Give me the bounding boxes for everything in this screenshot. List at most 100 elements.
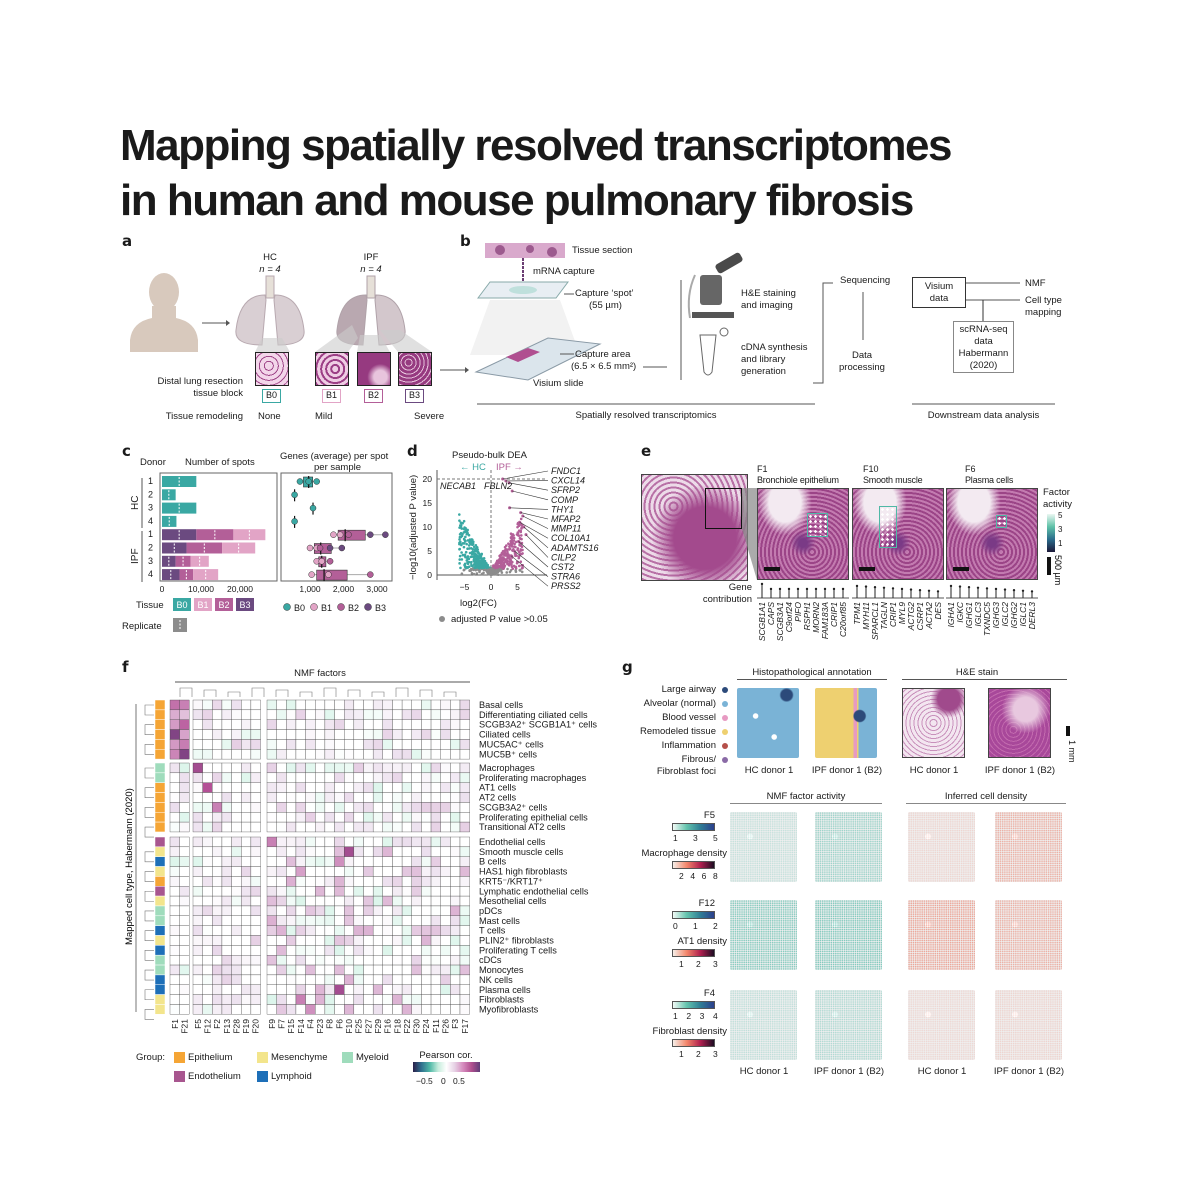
heatmap-cell — [450, 935, 461, 946]
factor-column-label: F7 — [276, 1019, 286, 1029]
heatmap-cell — [459, 974, 470, 985]
panel-c-label: c — [122, 442, 131, 460]
heatmap-cell — [266, 876, 277, 887]
heatmap-cell — [202, 984, 213, 995]
genes-plot-frame — [280, 472, 393, 582]
colorbar-tick: 5 — [1058, 511, 1063, 520]
heatmap-cell — [459, 719, 470, 730]
factor-column-label: F4 — [305, 1019, 315, 1029]
heatmap-cell — [276, 925, 287, 936]
heatmap-cell — [250, 925, 261, 936]
heatmap-cell — [382, 719, 393, 730]
heatmap-cell — [430, 812, 441, 823]
heatmap-cell — [276, 905, 287, 916]
heatmap-cell — [392, 749, 403, 760]
heatmap-cell — [276, 782, 287, 793]
heatmap-cell — [276, 739, 287, 750]
heatmap-cell — [266, 812, 277, 823]
heatmap-cell — [363, 876, 374, 887]
heatmap-cell — [430, 925, 441, 936]
heatmap-cell — [334, 895, 345, 907]
block-b0-tag: B0 — [262, 389, 281, 403]
heatmap-cell — [440, 762, 451, 774]
heatmap-cell — [363, 1004, 374, 1015]
factor-column-label: F2 — [212, 1019, 222, 1029]
heatmap-cell — [372, 1004, 383, 1015]
heatmap-cell — [382, 1004, 393, 1015]
heatmap-cell — [212, 945, 223, 956]
volcano-point — [506, 550, 509, 554]
volcano-point — [507, 553, 510, 556]
volcano-point — [514, 554, 517, 558]
heatmap-cell — [266, 1004, 277, 1015]
cell-group-swatch — [154, 709, 166, 720]
heatmap-cell — [372, 762, 383, 774]
heatmap-cell — [192, 812, 203, 823]
heatmap-cell — [305, 772, 316, 783]
title-line-2: in human and mouse pulmonary fibrosis — [120, 176, 914, 225]
volcano-point — [463, 568, 466, 571]
volcano-point — [500, 553, 503, 557]
heatmap-cell — [221, 994, 232, 1005]
heatmap-cell — [179, 792, 190, 803]
heatmap-cell — [440, 772, 451, 783]
heatmap-cell — [202, 876, 213, 887]
heatmap-cell — [430, 895, 441, 907]
heatmap-cell — [363, 719, 374, 730]
cell-group-swatch — [154, 925, 166, 936]
heatmap-cell — [169, 762, 180, 774]
heatmap-cell — [334, 886, 345, 897]
group-legend-label: Myeloid — [356, 1052, 389, 1063]
heatmap-cell — [212, 812, 223, 823]
factor-activity-title-2: activity — [1043, 499, 1073, 510]
heatmap-cell — [179, 984, 190, 995]
volcano-y-tick: 20 — [423, 474, 433, 484]
heatmap-cell — [315, 719, 326, 730]
heatmap-cell — [212, 994, 223, 1005]
heatmap-cell — [295, 802, 306, 813]
volcano-point — [469, 555, 473, 559]
heatmap-cell — [372, 945, 383, 956]
contribution-dot — [936, 590, 940, 593]
gene-leader-line — [520, 512, 549, 520]
heatmap-cell — [392, 836, 403, 848]
annotation-legend-dot — [722, 757, 728, 763]
cell-type-label: Ciliated cells — [479, 730, 531, 740]
heatmap-cell — [231, 699, 242, 711]
heatmap-cell — [392, 856, 403, 867]
factor-zoom-he-image — [757, 488, 849, 580]
sample-label: HC donor 1 — [917, 1066, 967, 1077]
cell-type-label: SCGB3A2⁺ cells — [479, 802, 548, 812]
heatmap-cell — [179, 856, 190, 867]
volcano-point — [469, 561, 473, 564]
cell-density-map — [995, 990, 1062, 1060]
heatmap-cell — [401, 729, 412, 740]
factor-column-label: F12 — [202, 1019, 212, 1034]
gene-contribution-label-2: contribution — [702, 594, 752, 605]
spots-header: Number of spots — [185, 457, 255, 468]
factor-column-label: F16 — [383, 1019, 393, 1034]
nmf-activity-map — [730, 900, 797, 970]
gene-name: IGLC3 — [973, 602, 983, 627]
heatmap-cell — [202, 945, 213, 956]
cell-type-label: AT2 cells — [479, 793, 517, 803]
heatmap-cell — [179, 772, 190, 783]
heatmap-cell — [276, 836, 287, 848]
heatmap-cell — [202, 739, 213, 750]
volcano-point — [459, 535, 463, 539]
heatmap-cell — [169, 739, 180, 750]
heatmap-cell — [430, 762, 441, 774]
volcano-gene-label: THY1 — [551, 504, 574, 514]
heatmap-cell — [430, 802, 441, 813]
volcano-point — [503, 545, 507, 549]
nmf-activity-map — [730, 990, 797, 1060]
contribution-dot — [985, 587, 989, 590]
cell-type-label: Proliferating T cells — [479, 945, 557, 955]
heatmap-cell — [363, 964, 374, 976]
heatmap-cell — [430, 905, 441, 916]
gene-name: CRIP1 — [888, 602, 898, 627]
nmf-factors-label: NMF factors — [294, 668, 346, 679]
heatmap-cell — [305, 994, 316, 1005]
